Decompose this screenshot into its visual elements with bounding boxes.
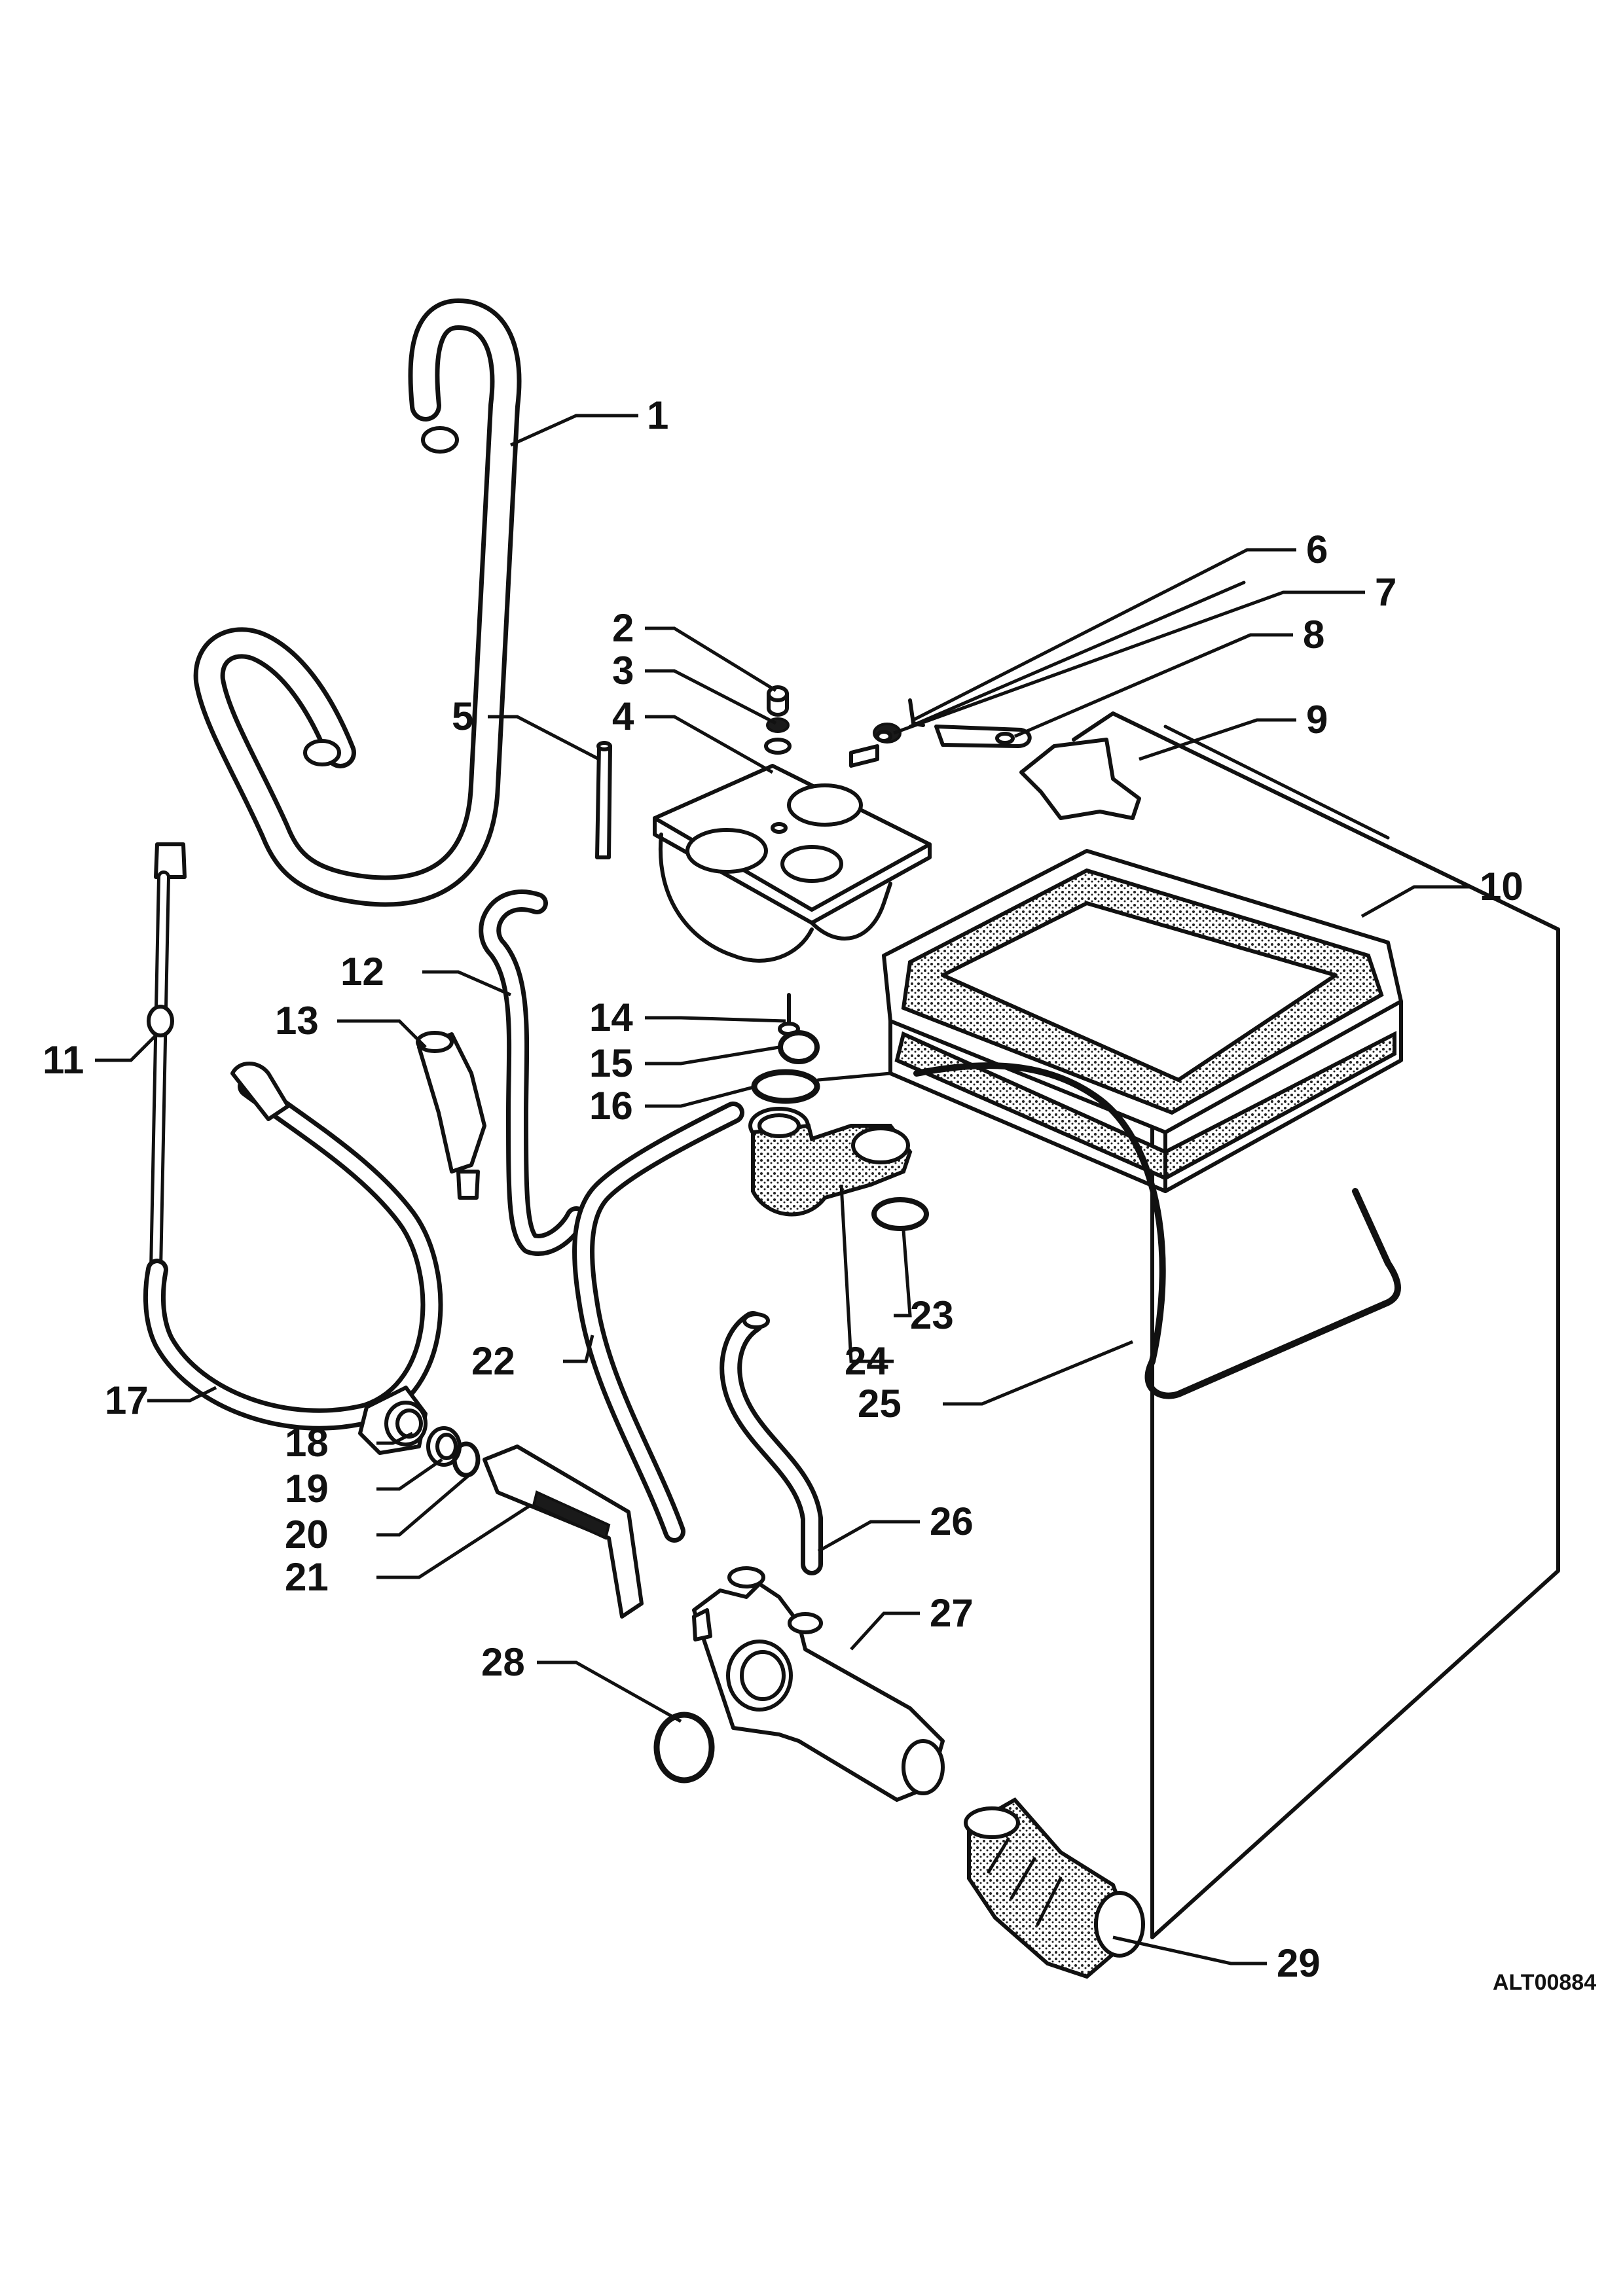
callout-20: 20 [285, 1513, 329, 1556]
callout-21: 21 [285, 1555, 329, 1599]
callout-8: 8 [1303, 613, 1324, 656]
callout-22: 22 [471, 1339, 515, 1383]
hose-part-1 [193, 298, 522, 907]
callout-12: 12 [340, 950, 384, 994]
manifold-part-21 [483, 1444, 644, 1619]
pin-part-14 [778, 993, 800, 1036]
ring-part-20 [452, 1441, 481, 1478]
callout-15: 15 [589, 1041, 633, 1085]
fitting-part-13 [416, 1031, 486, 1200]
cap-part-2 [767, 685, 789, 717]
callout-25: 25 [858, 1382, 902, 1426]
callout-23: 23 [910, 1293, 954, 1337]
callout-7: 7 [1375, 570, 1396, 614]
hose-part-17 [143, 1062, 443, 1431]
callout-18: 18 [285, 1421, 329, 1465]
hose-part-22 [572, 1102, 744, 1543]
tube-part-12 [479, 889, 587, 1256]
callout-2: 2 [612, 606, 634, 650]
tube-part-5 [595, 741, 612, 859]
callout-9: 9 [1306, 698, 1328, 742]
callout-24: 24 [845, 1339, 888, 1383]
callout-19: 19 [285, 1467, 329, 1511]
callout-14: 14 [589, 996, 633, 1039]
spring-clamp-part-15 [778, 1030, 820, 1064]
callout-10: 10 [1480, 865, 1523, 908]
dispenser-housing [653, 744, 932, 963]
callout-16: 16 [589, 1084, 633, 1128]
spring-part-7 [873, 723, 902, 744]
tube-part-26 [720, 1311, 823, 1575]
callout-1: 1 [647, 393, 668, 437]
washer-part-4 [764, 738, 792, 755]
tube-part-11 [147, 842, 187, 1276]
callout-labels: 1 2 3 4 5 6 7 8 9 10 11 12 13 14 15 16 1… [43, 393, 1523, 1985]
callout-29: 29 [1277, 1941, 1321, 1985]
bracket-part-8 [934, 725, 1032, 748]
o-ring-part-28 [653, 1712, 715, 1784]
pump-housing-part-27 [692, 1566, 945, 1802]
hose-clamp-part-16 [751, 1069, 892, 1104]
hinge-part-9 [1019, 725, 1390, 840]
callout-28: 28 [481, 1640, 525, 1684]
rod-part-6 [908, 581, 1246, 728]
callout-4: 4 [612, 694, 634, 738]
callout-5: 5 [452, 694, 473, 738]
ring-part-23 [871, 1197, 929, 1231]
callout-17: 17 [105, 1378, 149, 1422]
elbow-part-24 [748, 1107, 913, 1217]
callout-3: 3 [612, 649, 634, 692]
bellows-hose-part-29 [964, 1797, 1145, 1979]
callout-11: 11 [43, 1038, 84, 1082]
callout-6: 6 [1306, 528, 1328, 571]
callout-13: 13 [275, 999, 319, 1043]
callout-26: 26 [930, 1499, 974, 1543]
gasket-part-25 [913, 1062, 1401, 1399]
callout-27: 27 [930, 1591, 974, 1635]
leader-lines [95, 414, 1470, 1965]
tub-top-part-10 [882, 849, 1403, 1193]
drawing-reference: ALT00884 [1493, 1970, 1596, 1995]
